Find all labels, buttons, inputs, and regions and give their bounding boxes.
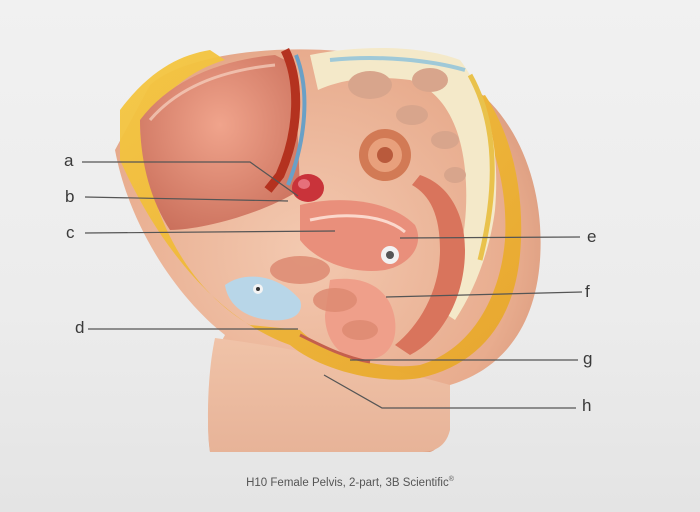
registered-mark: ® (448, 476, 454, 483)
leader-b (84, 196, 289, 202)
leader-c (84, 230, 336, 234)
label-a: a (64, 151, 74, 170)
bladder (225, 276, 301, 321)
label-e: e (587, 227, 597, 246)
vertebrae (348, 68, 466, 183)
caption-text: H10 Female Pelvis, 2-part, 3B Scientific (246, 476, 449, 489)
intestines (270, 256, 378, 340)
iliac-vessels (264, 47, 301, 193)
label-c: c (66, 223, 75, 242)
leader-f (385, 291, 583, 298)
leader-e (399, 236, 581, 239)
leader-a (82, 161, 299, 197)
label-f: f (585, 282, 590, 301)
label-h: h (582, 396, 592, 415)
fat-layer (120, 50, 522, 380)
label-d: d (75, 318, 85, 337)
rectum (395, 175, 465, 355)
leader-lines (82, 161, 583, 409)
figure-caption: H10 Female Pelvis, 2-part, 3B Scientific… (0, 476, 700, 489)
sacrum (310, 48, 497, 321)
leader-h (323, 374, 576, 409)
abdominal-muscle (140, 55, 300, 230)
ovary (292, 174, 324, 202)
thigh (207, 338, 450, 452)
label-b: b (65, 187, 75, 206)
label-g: g (583, 349, 593, 368)
